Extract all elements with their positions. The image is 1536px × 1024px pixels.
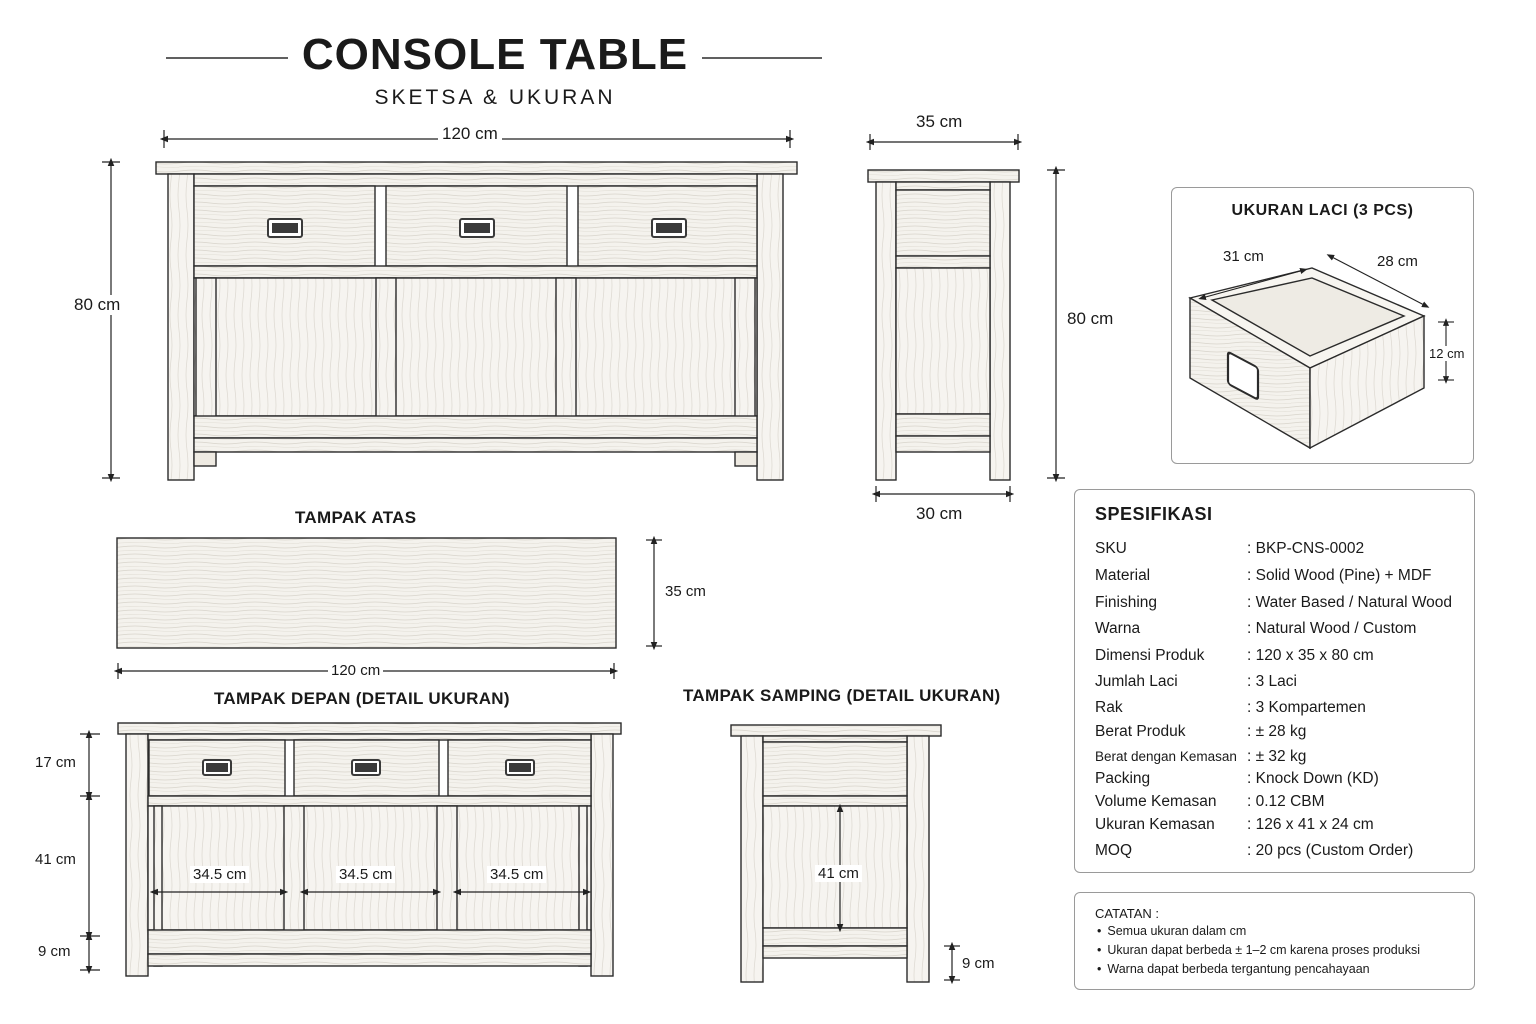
top-depth-label: 35 cm [662,583,709,600]
notes-panel: CATATAN : Semua ukuran dalam cm Ukuran d… [1074,892,1475,990]
side-detail-title: TAMPAK SAMPING (DETAIL UKURAN) [683,686,1001,705]
front-width-label: 120 cm [438,124,502,144]
front-detail-base-height: 9 cm [35,943,74,960]
spec-row: Jumlah Laci: 3 Laci [1095,673,1297,690]
spec-row: Volume Kemasan: 0.12 CBM [1095,793,1325,810]
drawer-width-label: 31 cm [1220,248,1267,265]
spec-row: Finishing: Water Based / Natural Wood [1095,594,1453,611]
spec-row: SKU: BKP-CNS-0002 [1095,540,1365,557]
side-depth-bottom-label: 30 cm [912,504,967,524]
drawer-depth-label: 28 cm [1374,253,1421,270]
spec-row: Dimensi Produk: 120 x 35 x 80 cm [1095,647,1374,664]
spec-row: Warna: Natural Wood / Custom [1095,620,1417,637]
compartment-width-3: 34.5 cm [487,866,547,883]
note-item: Ukuran dapat berbeda ± 1–2 cm karena pro… [1097,943,1420,957]
front-height-label: 80 cm [70,295,125,315]
spec-row: Rak: 3 Kompartemen [1095,699,1366,716]
front-view-drawing [155,161,798,481]
drawer-height-label: 12 cm [1427,346,1467,361]
compartment-width-2: 34.5 cm [336,866,396,883]
notes-title: CATATAN : [1095,906,1160,921]
drawer-detail-panel: UKURAN LACI (3 PCS) 31 cm 28 cm 12 cm [1171,187,1474,464]
page-title: CONSOLE TABLE [301,30,689,79]
front-detail-drawer-height: 17 cm [32,754,79,771]
front-detail-title: TAMPAK DEPAN (DETAIL UKURAN) [214,689,510,708]
spec-row: Berat Produk: ± 28 kg [1095,723,1307,740]
front-detail-shelf-height: 41 cm [32,851,79,868]
top-width-label: 120 cm [328,662,384,679]
note-item: Semua ukuran dalam cm [1097,924,1246,938]
drawer-detail-title: UKURAN LACI (3 PCS) [1231,202,1414,219]
spec-row: Packing: Knock Down (KD) [1095,770,1379,787]
spec-row: Ukuran Kemasan: 126 x 41 x 24 cm [1095,816,1374,833]
compartment-width-1: 34.5 cm [190,866,250,883]
spec-row: Berat dengan Kemasan: ± 32 kg [1095,748,1307,765]
top-view-title: TAMPAK ATAS [295,508,417,527]
side-height-label: 80 cm [1063,309,1118,329]
top-view-drawing [116,537,617,649]
side-detail-base-height: 9 cm [959,955,998,972]
drawer-sketch [1188,254,1454,450]
spec-panel: SPESIFIKASI SKU: BKP-CNS-0002 Material: … [1074,489,1475,873]
side-view-drawing [867,169,1020,481]
spec-row: MOQ: 20 pcs (Custom Order) [1095,842,1414,859]
page-subtitle: SKETSA & UKURAN [374,86,616,109]
side-detail-shelf-height: 41 cm [815,865,862,882]
spec-title: SPESIFIKASI [1095,504,1213,524]
side-detail-drawing [730,724,942,983]
front-detail-drawing [117,722,622,977]
side-depth-top-label: 35 cm [912,112,967,132]
spec-row: Material: Solid Wood (Pine) + MDF [1095,567,1432,584]
note-item: Warna dapat berbeda tergantung pencahaya… [1097,962,1369,976]
